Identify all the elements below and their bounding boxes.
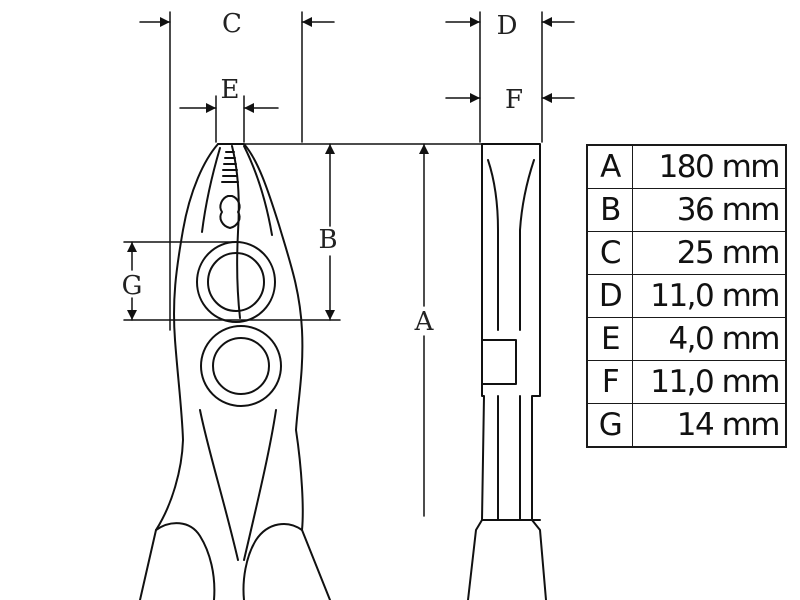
spec-value: 25 mm [632, 231, 787, 275]
spec-value: 11,0 mm [632, 360, 787, 404]
spec-letter: G [586, 403, 633, 448]
spec-value: 4,0 mm [632, 317, 787, 361]
dim-label-c: C [222, 9, 242, 39]
spec-value: 14 mm [632, 403, 787, 448]
spec-letter: B [586, 188, 633, 232]
dim-label-g: G [122, 271, 143, 301]
spec-letter: A [586, 144, 633, 189]
spec-value: 180 mm [632, 144, 787, 189]
pliers-front-view [139, 143, 331, 600]
extension-lines [123, 11, 543, 331]
spec-letter: E [586, 317, 633, 361]
dim-label-e: E [221, 75, 240, 105]
spec-value: 36 mm [632, 188, 787, 232]
dim-label-b: B [318, 225, 337, 255]
dim-label-a: A [414, 307, 435, 337]
dim-label-f: F [505, 85, 523, 115]
pliers-side-view [467, 143, 547, 600]
spec-value: 11,0 mm [632, 274, 787, 318]
spec-letter: C [586, 231, 633, 275]
dimension-arrows [127, 17, 575, 517]
dim-label-d: D [497, 11, 518, 41]
spec-letter: D [586, 274, 633, 318]
spec-letter: F [586, 360, 633, 404]
